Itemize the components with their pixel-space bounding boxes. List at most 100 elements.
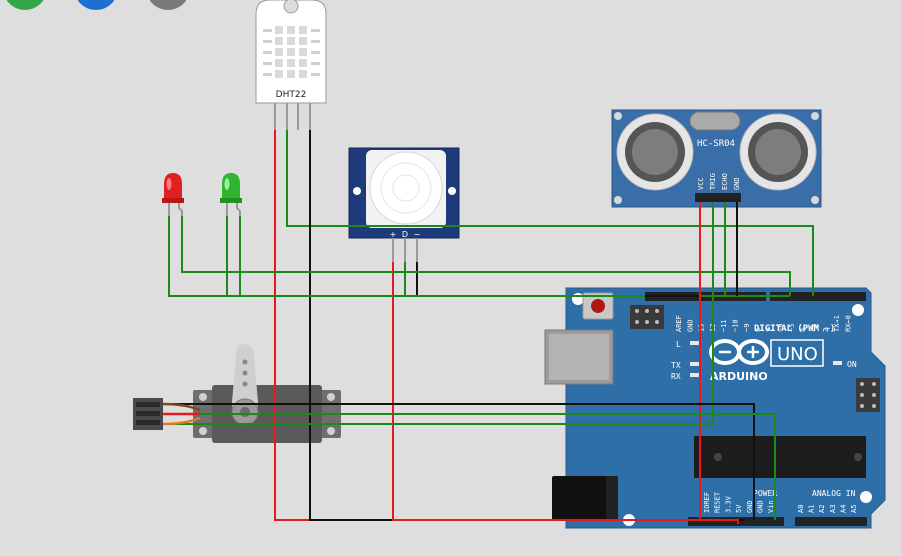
pin-label: Vin xyxy=(767,500,775,513)
wire-dht-vcc[interactable] xyxy=(274,130,311,521)
pin-label: RESET xyxy=(714,491,722,513)
dht22-vent xyxy=(275,26,283,34)
pin-label: A4 xyxy=(839,505,847,513)
mounting-hole xyxy=(860,491,872,503)
reset-button-cap[interactable] xyxy=(591,299,605,313)
digital-header-right xyxy=(770,292,866,301)
pin-label: 4 xyxy=(799,328,807,332)
red-led[interactable] xyxy=(162,173,184,216)
pin-label: 7 xyxy=(765,328,773,332)
pin-label: A2 xyxy=(818,505,826,513)
icsp-header xyxy=(630,305,664,329)
wire-servo-signal[interactable] xyxy=(163,408,714,425)
dht22-vent xyxy=(299,59,307,67)
pin-label: AREF xyxy=(675,315,683,332)
arduino-model: UNO xyxy=(777,344,818,365)
rx-label: RX xyxy=(671,372,681,381)
wires xyxy=(162,130,814,524)
power-header xyxy=(688,517,784,526)
hc-sr04-transducer-right xyxy=(739,113,817,191)
pir-pin-labels: + D− xyxy=(390,230,421,239)
pir-pin-label: + xyxy=(390,230,397,239)
rx-led xyxy=(690,373,699,377)
digital-label: DIGITAL (PWM ~) xyxy=(754,324,835,334)
dht22-vent-slot xyxy=(263,29,272,32)
dht22-vent-slot xyxy=(263,40,272,43)
dht22-vent-slot xyxy=(311,62,320,65)
dht22-vent xyxy=(287,70,295,78)
pin-label: TRIG xyxy=(709,173,717,190)
arduino-logo xyxy=(709,339,769,365)
l-led xyxy=(690,341,699,345)
hc-sr04-label: HC-SR04 xyxy=(697,139,735,149)
on-led xyxy=(833,361,842,365)
dht22-vent-slot xyxy=(311,73,320,76)
dht22-vent xyxy=(275,37,283,45)
dht22-vent xyxy=(287,26,295,34)
dht22-label: DHT22 xyxy=(276,90,307,100)
wire-dht-data[interactable] xyxy=(286,130,814,296)
hc-sr04-crystal xyxy=(689,111,741,131)
tx-label: TX xyxy=(671,361,681,370)
hc-sr04-sensor[interactable]: HC-SR04 VCC TRIG ECHO GND xyxy=(611,109,822,208)
hc-sr04-pin-labels: VCC TRIG ECHO GND xyxy=(697,173,741,190)
wire-pir-vcc[interactable] xyxy=(392,262,739,524)
pin-label: A3 xyxy=(829,505,837,513)
pin-label: GND xyxy=(733,177,741,190)
pin-label: TX→1 xyxy=(833,315,841,332)
pin-label: RX←0 xyxy=(845,315,853,332)
hc-sr04-transducer-left xyxy=(616,113,694,191)
dht22-vent xyxy=(275,59,283,67)
dht22-vent xyxy=(275,48,283,56)
dht22-vent xyxy=(299,48,307,56)
pir-pin-label: − xyxy=(414,230,421,239)
dht22-mount-hole xyxy=(283,0,299,14)
blue-circle-button[interactable] xyxy=(74,0,118,10)
mounting-hole xyxy=(852,304,864,316)
pin-label: ~6 xyxy=(777,324,785,332)
hc-sr04-header xyxy=(695,193,741,202)
atmega-chip xyxy=(694,436,866,478)
dht22-sensor[interactable]: DHT22 xyxy=(255,0,327,130)
dht22-vent xyxy=(275,70,283,78)
analog-label: ANALOG IN xyxy=(812,489,856,498)
dht22-vent-grid xyxy=(263,26,320,78)
pin-label: ECHO xyxy=(721,173,729,190)
wire-red-led-cathode[interactable] xyxy=(168,216,645,297)
green-led[interactable] xyxy=(220,173,242,216)
mounting-hole xyxy=(572,293,584,305)
pin-label: ~5 xyxy=(788,324,796,332)
tx-led xyxy=(690,362,699,366)
toolbar xyxy=(3,0,190,10)
wire-red-led-anode[interactable] xyxy=(181,216,791,296)
dht22-vent xyxy=(299,70,307,78)
pin-label: 3.3V xyxy=(724,495,732,513)
dht22-vent xyxy=(287,59,295,67)
arduino-uno-board[interactable]: ARDUINO UNO DIGITAL (PWM ~) L TX RX ON A… xyxy=(544,287,886,529)
l-label: L xyxy=(676,340,681,349)
pin-label: GND xyxy=(746,500,754,513)
pin-label: GND xyxy=(757,500,765,513)
power-jack xyxy=(552,476,616,521)
green-circle-button[interactable] xyxy=(3,0,47,10)
dht22-vent-slot xyxy=(263,62,272,65)
pin-label: VCC xyxy=(697,177,705,190)
on-label: ON xyxy=(847,360,857,369)
pin-label: 5V xyxy=(735,504,743,513)
dht22-vent-slot xyxy=(311,51,320,54)
analog-header xyxy=(795,517,867,526)
wire-servo-vcc[interactable] xyxy=(163,413,776,520)
arduino-brand: ARDUINO xyxy=(710,370,768,383)
gray-circle-button[interactable] xyxy=(146,0,190,10)
pin-label: A5 xyxy=(850,505,858,513)
power-jack-edge xyxy=(606,476,618,521)
pin-label: 2 xyxy=(822,328,830,332)
pin-label: ~3 xyxy=(811,324,819,332)
dht22-vent xyxy=(287,48,295,56)
pir-sensor[interactable]: + D− xyxy=(348,147,460,262)
pin-label: ~9 xyxy=(743,324,751,332)
pir-pin-label: D xyxy=(402,230,408,239)
pin-label: IOREF xyxy=(703,492,711,513)
